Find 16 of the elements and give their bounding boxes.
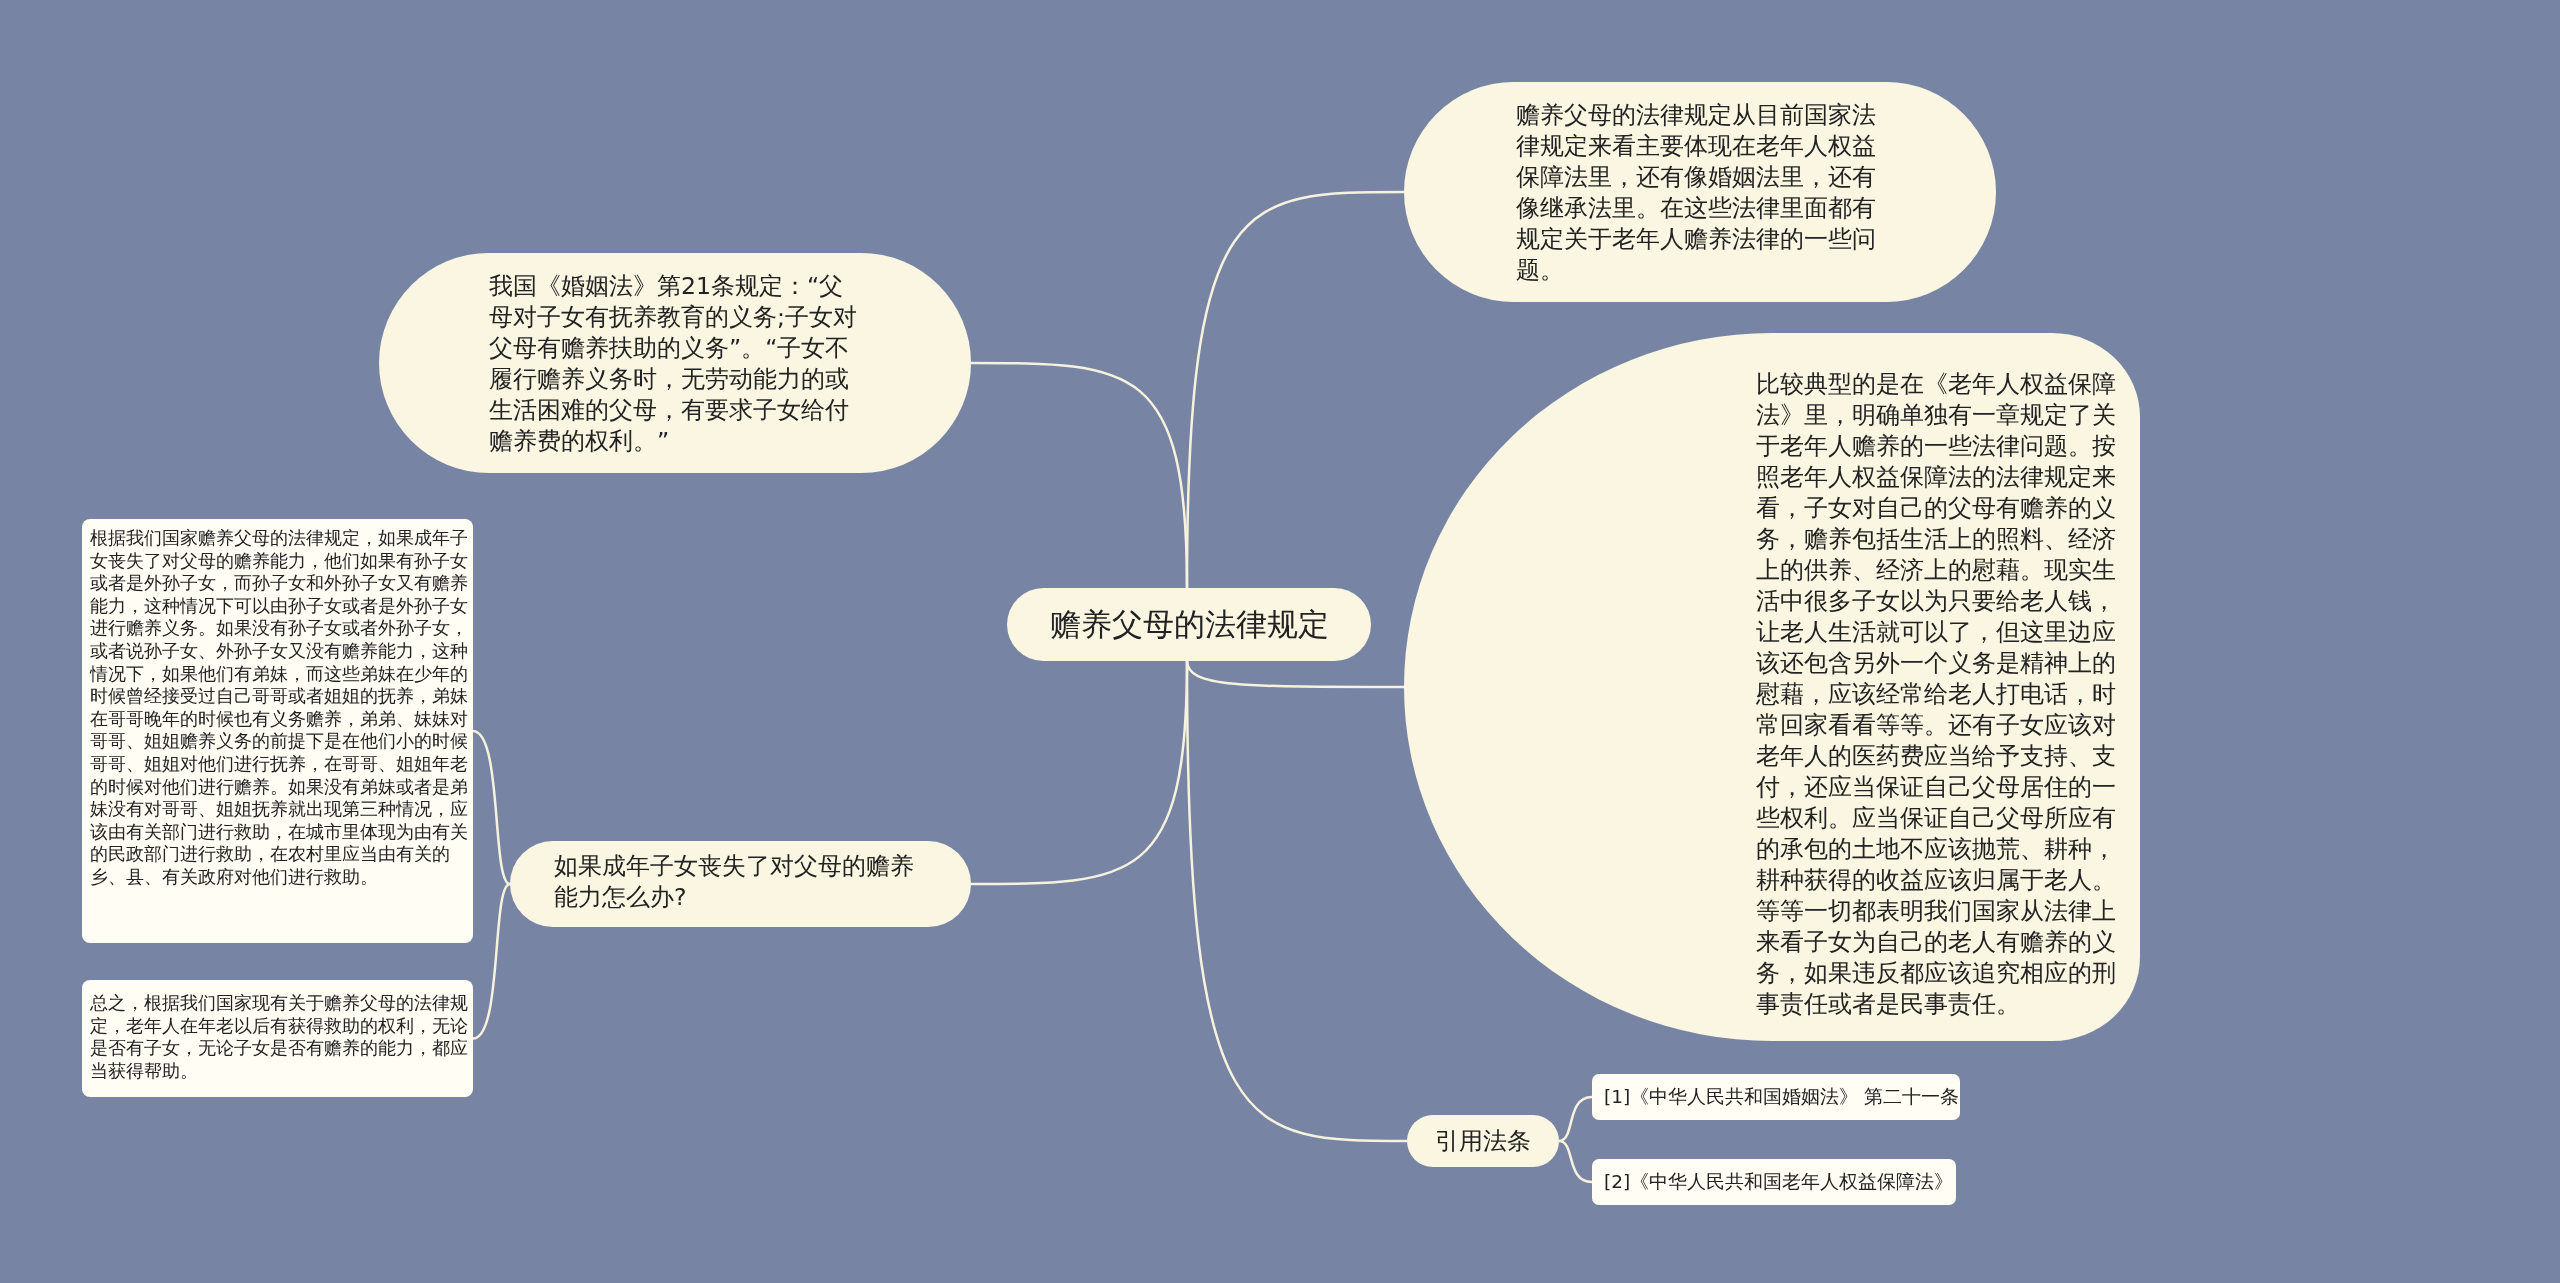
detail-card: 总之，根据我们国家现有关于赡养父母的法律规定，老年人在年老以后有获得救助的权利，无论是否有子女，无论子女是否有赡养的能力，都应当获得帮助。 xyxy=(82,980,473,1097)
connector-line xyxy=(472,883,511,1040)
connector-line xyxy=(971,361,1189,589)
topic-bubble: 引用法条 xyxy=(1407,1115,1559,1167)
reference-card: [2]《中华人民共和国老年人权益保障法》 xyxy=(1592,1159,1956,1205)
topic-bubble: 我国《婚姻法》第21条规定：“父母对子女有抚养教育的义务;子女对父母有赡养扶助的义务”。“子女不履行赡养义务时，无劳动能力的或生活困难的父母，有要求子女给付赡养费的权利。” xyxy=(379,253,971,473)
detail-card: 根据我们国家赡养父母的法律规定，如果成年子女丧失了对父母的赡养能力，他们如果有孙子女或者是外孙子女，而孙子女和外孙子女又有赡养能力，这种情况下可以由孙子女或者是外孙子女进行赡养义务。如果没有孙子女或者外孙子女，或者说孙子女、外孙子女又没有赡养能力，这种情况下，如果他们有弟妹，而这些弟妹在少年的时候曾经接受过自己哥哥或者姐姐的抚养，弟妹在哥哥晚年的时候也有义务赡养，弟弟、妹妹对哥哥、姐姐赡养义务的前提下是在他们小的时候哥哥、姐姐对他们进行抚养，在哥哥、姐姐年老的时候对他们进行赡养。如果没有弟妹或者是弟妹没有对哥哥、姐姐抚养就出现第三种情况，应该由有关部门进行救助，在城市里体现为由有关的民政部门进行救助，在农村里应当由有关的乡、县、有关政府对他们进行救助。 xyxy=(82,519,473,943)
central-topic: 赡养父母的法律规定 xyxy=(1007,588,1371,661)
reference-card: [1]《中华人民共和国婚姻法》 第二十一条 xyxy=(1592,1074,1960,1120)
connector-line xyxy=(1185,661,1407,1143)
connector-line xyxy=(1185,660,1404,689)
connector-line xyxy=(1558,1095,1593,1143)
connector-line xyxy=(1558,1139,1593,1184)
topic-bubble: 赡养父母的法律规定从目前国家法律规定来看主要体现在老年人权益保障法里，还有像婚姻法里，还有像继承法里。在这些法律里面都有规定关于老年人赡养法律的一些问题。 xyxy=(1404,82,1996,302)
connector-line xyxy=(472,729,511,885)
topic-bubble: 如果成年子女丧失了对父母的赡养能力怎么办? xyxy=(510,841,971,927)
